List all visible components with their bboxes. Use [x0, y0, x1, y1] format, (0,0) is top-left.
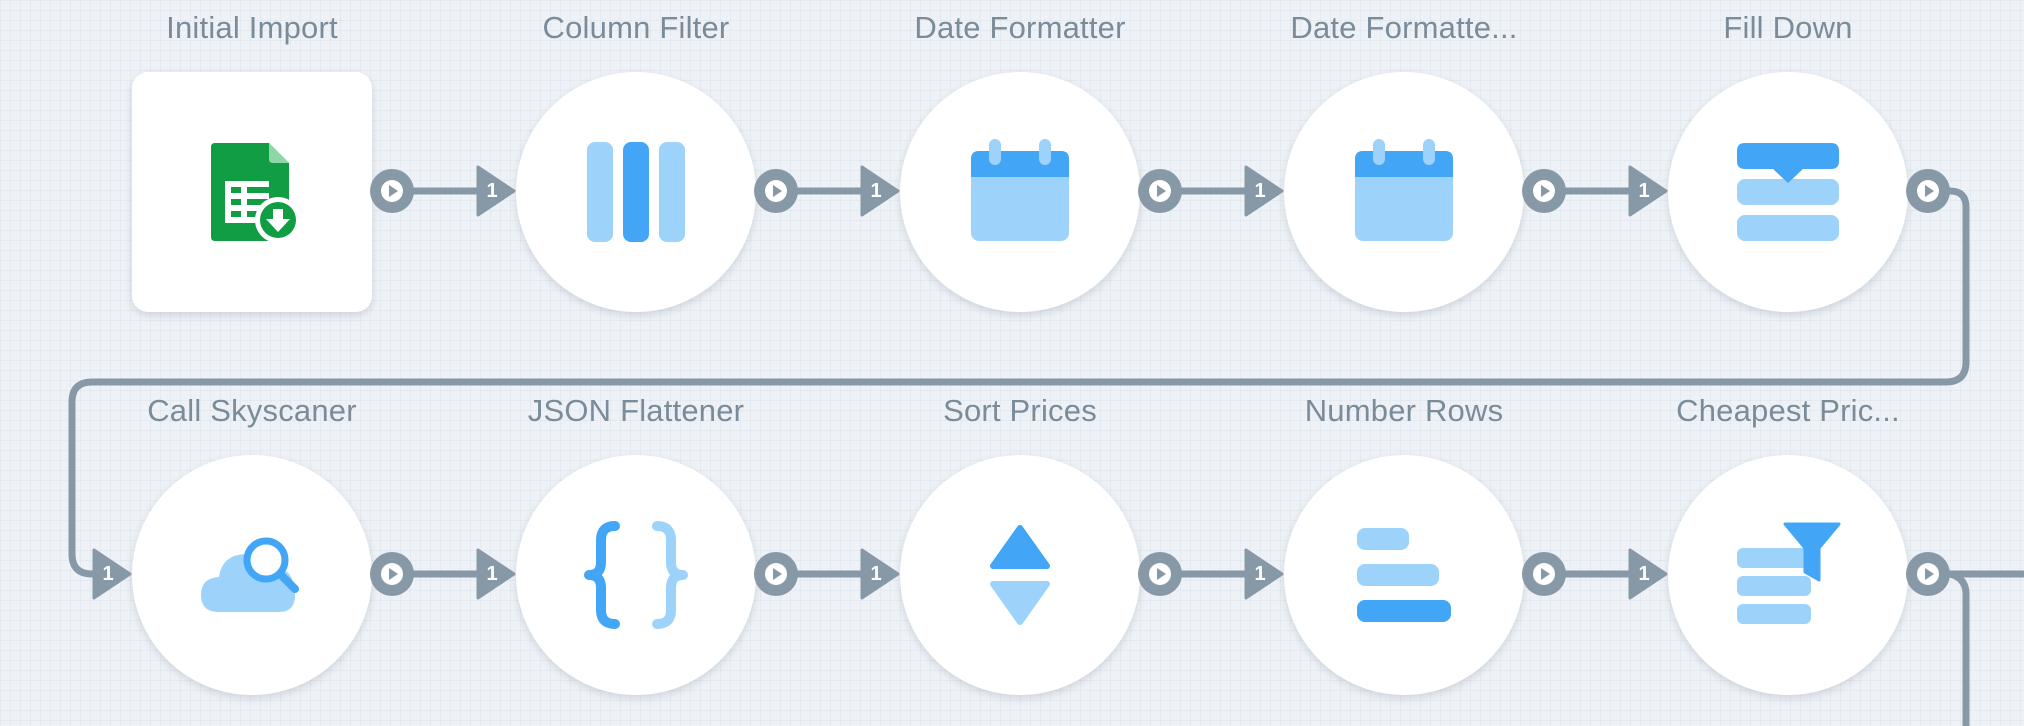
- cloud-search-icon: [201, 537, 299, 612]
- node-json-flattener[interactable]: JSON Flattener: [516, 393, 756, 695]
- play-icon: [765, 563, 787, 585]
- node-body[interactable]: [516, 72, 756, 312]
- node-body[interactable]: [900, 72, 1140, 312]
- node-cheapest-price[interactable]: Cheapest Pric...: [1668, 393, 1908, 695]
- input-port[interactable]: 1: [860, 165, 900, 217]
- node-date-formatter-2[interactable]: Date Formatte...: [1284, 10, 1524, 312]
- node-body[interactable]: [900, 455, 1140, 695]
- output-port[interactable]: [1138, 552, 1182, 596]
- node-label: Call Skyscaner: [147, 393, 357, 428]
- output-port[interactable]: [370, 552, 414, 596]
- output-port[interactable]: [370, 169, 414, 213]
- node-label: Date Formatte...: [1290, 10, 1518, 45]
- node-label: Initial Import: [166, 10, 338, 45]
- node-body[interactable]: [132, 455, 372, 695]
- play-icon: [1149, 563, 1171, 585]
- play-icon: [381, 563, 403, 585]
- play-icon: [1917, 563, 1939, 585]
- output-port[interactable]: [1138, 169, 1182, 213]
- input-port[interactable]: 1: [1628, 548, 1668, 600]
- play-icon: [1917, 180, 1939, 202]
- node-label: Cheapest Pric...: [1676, 393, 1900, 428]
- input-triangle-icon: [1628, 165, 1668, 217]
- output-port[interactable]: [754, 169, 798, 213]
- rows-bars-icon: [1357, 528, 1451, 622]
- input-port[interactable]: 1: [1628, 165, 1668, 217]
- calendar-icon: [1355, 139, 1453, 241]
- input-triangle-icon: [476, 548, 516, 600]
- node-number-rows[interactable]: Number Rows: [1284, 393, 1524, 695]
- output-port[interactable]: [1906, 169, 1950, 213]
- input-port[interactable]: 1: [476, 165, 516, 217]
- input-port[interactable]: 1: [860, 548, 900, 600]
- input-triangle-icon: [860, 548, 900, 600]
- input-triangle-icon: [1628, 548, 1668, 600]
- play-icon: [381, 180, 403, 202]
- sort-arrows-icon: [990, 525, 1050, 625]
- node-body[interactable]: [516, 455, 756, 695]
- node-date-formatter[interactable]: Date Formatter: [900, 10, 1140, 312]
- node-label: Number Rows: [1304, 393, 1504, 428]
- node-body[interactable]: [1284, 455, 1524, 695]
- input-triangle-icon: [1244, 548, 1284, 600]
- node-body[interactable]: [132, 72, 372, 312]
- calendar-icon: [971, 139, 1069, 241]
- node-body[interactable]: [1668, 455, 1908, 695]
- node-label: Sort Prices: [943, 393, 1097, 428]
- output-port[interactable]: [1522, 552, 1566, 596]
- spreadsheet-import-icon: [211, 143, 301, 243]
- input-port[interactable]: 1: [92, 548, 132, 600]
- play-icon: [765, 180, 787, 202]
- input-port[interactable]: 1: [1244, 548, 1284, 600]
- output-port[interactable]: [754, 552, 798, 596]
- node-initial-import[interactable]: Initial Import: [132, 10, 372, 312]
- connection-wire: [1946, 570, 1970, 726]
- fill-down-icon: [1737, 143, 1839, 241]
- input-triangle-icon: [92, 548, 132, 600]
- node-call-skyscaner[interactable]: Call Skyscaner: [132, 393, 372, 695]
- node-label: Fill Down: [1723, 10, 1853, 45]
- node-fill-down[interactable]: Fill Down: [1668, 10, 1908, 312]
- node-column-filter[interactable]: Column Filter: [516, 10, 756, 312]
- input-triangle-icon: [860, 165, 900, 217]
- node-label: JSON Flattener: [527, 393, 745, 428]
- node-body[interactable]: [1668, 72, 1908, 312]
- output-port[interactable]: [1906, 552, 1950, 596]
- curly-braces-icon: [584, 521, 688, 629]
- node-label: Date Formatter: [914, 10, 1126, 45]
- node-body[interactable]: [1284, 72, 1524, 312]
- input-triangle-icon: [1244, 165, 1284, 217]
- node-label: Column Filter: [542, 10, 730, 45]
- filter-rows-icon: [1737, 522, 1841, 624]
- play-icon: [1149, 180, 1171, 202]
- input-port[interactable]: 1: [476, 548, 516, 600]
- output-port[interactable]: [1522, 169, 1566, 213]
- node-sort-prices[interactable]: Sort Prices: [900, 393, 1140, 695]
- connection-wire: [68, 187, 1970, 578]
- play-icon: [1533, 563, 1555, 585]
- input-port[interactable]: 1: [1244, 165, 1284, 217]
- columns-icon: [587, 142, 685, 242]
- play-icon: [1533, 180, 1555, 202]
- input-triangle-icon: [476, 165, 516, 217]
